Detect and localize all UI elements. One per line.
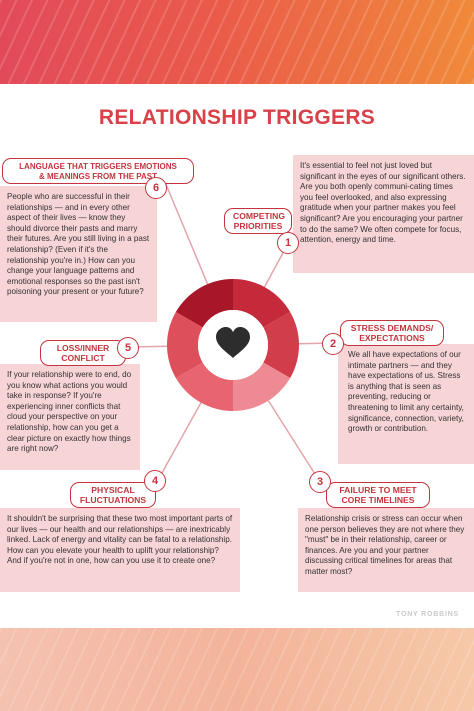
wheel-segment-3: [233, 362, 291, 411]
footer-banner: [0, 628, 474, 711]
heart-icon: [216, 327, 250, 358]
header-banner: [0, 0, 474, 84]
wheel-segment-2: [263, 312, 300, 378]
page-title: RELATIONSHIP TRIGGERS: [98, 106, 376, 129]
trigger-2-label: STRESS DEMANDS/ EXPECTATIONS: [340, 320, 444, 346]
wheel-segment-5: [166, 312, 203, 378]
trigger-wheel: [166, 279, 300, 411]
trigger-3-label: FAILURE TO MEET CORE TIMELINES: [326, 482, 430, 508]
trigger-5-label: LOSS/INNER CONFLICT: [40, 340, 126, 366]
trigger-6-number: 6: [145, 177, 167, 199]
trigger-5-description: If your relationship were to end, do you…: [0, 364, 140, 470]
trigger-1-number: 1: [277, 232, 299, 254]
trigger-1-description: It's essential to feel not just loved bu…: [293, 155, 474, 273]
trigger-2-description: We all have expectations of our intimate…: [338, 344, 474, 464]
trigger-3-description: Relationship crisis or stress can occur …: [298, 508, 474, 592]
wheel-segment-6: [175, 279, 233, 328]
wheel-segment-1: [233, 279, 291, 328]
trigger-6-label: LANGUAGE THAT TRIGGERS EMOTIONS & MEANIN…: [2, 158, 194, 184]
trigger-4-number: 4: [144, 470, 166, 492]
brand-footer: TONY ROBBINS: [396, 611, 460, 618]
trigger-4-label: PHYSICAL FLUCTUATIONS: [70, 482, 156, 508]
trigger-1-label: COMPETING PRIORITIES: [224, 208, 292, 234]
trigger-6-description: People who are successful in their relat…: [0, 186, 157, 322]
wheel-segment-4: [175, 362, 233, 411]
trigger-4-description: It shouldn't be surprising that these tw…: [0, 508, 240, 592]
trigger-3-number: 3: [309, 471, 331, 493]
trigger-2-number: 2: [322, 333, 344, 355]
trigger-5-number: 5: [117, 337, 139, 359]
